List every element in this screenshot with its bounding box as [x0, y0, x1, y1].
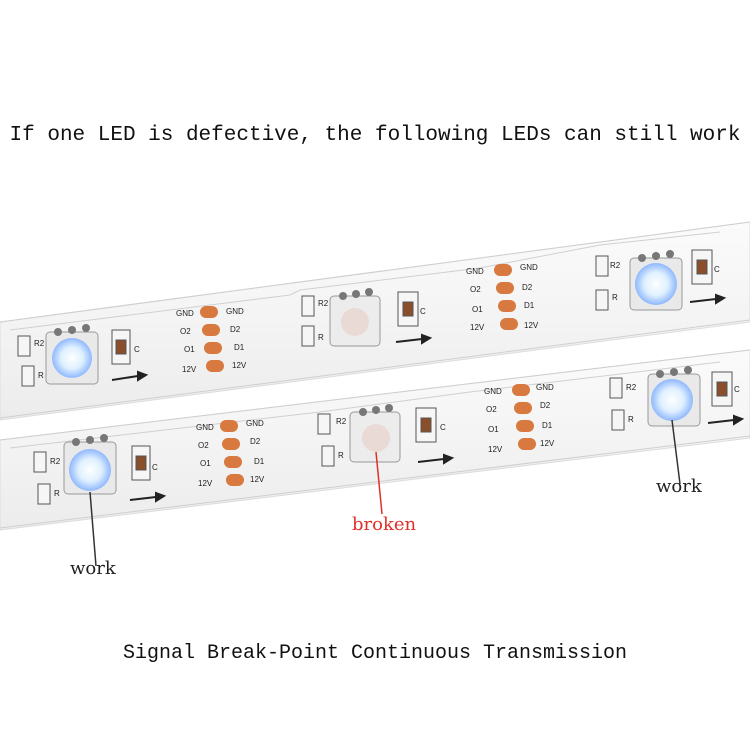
lower-led-right	[647, 366, 701, 427]
lower-led-left	[63, 434, 117, 495]
label-r2: R2	[626, 383, 637, 392]
label-r: R	[38, 371, 44, 380]
upper-led-left	[45, 324, 99, 385]
pad-label-o2: O2	[486, 405, 497, 414]
label-r: R	[628, 415, 634, 424]
label-c: C	[152, 463, 158, 472]
label-c: C	[714, 265, 720, 274]
pad-label-12v: 12V	[488, 445, 503, 454]
label-r: R	[612, 293, 618, 302]
pad-label-d2: D2	[230, 325, 241, 334]
pad-label-o2: O2	[198, 441, 209, 450]
pad-label-o1: O1	[184, 345, 195, 354]
pad-label-12v: 12V	[250, 475, 265, 484]
pad-label-gnd: GND	[484, 387, 502, 396]
pad-label-12v: 12V	[182, 365, 197, 374]
work-label-left: work	[70, 558, 116, 579]
solder-pads	[200, 264, 536, 486]
label-r: R	[338, 451, 344, 460]
pad-label-12v: 12V	[540, 439, 555, 448]
annotation-lines	[89, 419, 681, 567]
pad-label-group: GND GND O2 D2 O1 D1 12V 12V GND GND O2 D…	[34, 261, 740, 498]
pad-label-d1: D1	[254, 457, 265, 466]
label-r2: R2	[50, 457, 61, 466]
pad-label-gnd: GND	[196, 423, 214, 432]
pad-label-12v: 12V	[232, 361, 247, 370]
pad-label-o2: O2	[180, 327, 191, 336]
pad-label-o1: O1	[472, 305, 483, 314]
broken-label: broken	[352, 514, 417, 535]
pad-label-12v: 12V	[470, 323, 485, 332]
upper-led-right	[629, 250, 683, 311]
pad-label-gnd: GND	[536, 383, 554, 392]
pad-label-gnd: GND	[246, 419, 264, 428]
pad-label-o1: O1	[488, 425, 499, 434]
label-r: R	[54, 489, 60, 498]
lower-led-broken	[349, 404, 401, 463]
pad-label-12v: 12V	[198, 479, 213, 488]
upper-led-middle	[329, 288, 381, 347]
pad-label-o1: O1	[200, 459, 211, 468]
direction-arrows	[111, 293, 745, 503]
pad-label-gnd: GND	[520, 263, 538, 272]
pad-label-gnd: GND	[466, 267, 484, 276]
pad-label-d1: D1	[542, 421, 553, 430]
label-r2: R2	[318, 299, 329, 308]
smd-components	[17, 249, 733, 505]
work-label-right: work	[656, 476, 702, 497]
pad-label-d1: D1	[234, 343, 245, 352]
page-title: If one LED is defective, the following L…	[9, 124, 741, 147]
page-subtitle: Signal Break-Point Continuous Transmissi…	[122, 642, 628, 665]
label-c: C	[440, 423, 446, 432]
label-r2: R2	[34, 339, 45, 348]
pad-label-d2: D2	[250, 437, 261, 446]
pad-label-gnd: GND	[176, 309, 194, 318]
label-r2: R2	[336, 417, 347, 426]
label-c: C	[420, 307, 426, 316]
label-c: C	[134, 345, 140, 354]
pad-label-d2: D2	[540, 401, 551, 410]
pad-label-d1: D1	[524, 301, 535, 310]
pad-label-o2: O2	[470, 285, 481, 294]
label-r2: R2	[610, 261, 621, 270]
pad-label-gnd: GND	[226, 307, 244, 316]
label-c: C	[734, 385, 740, 394]
pad-label-d2: D2	[522, 283, 533, 292]
pad-label-12v: 12V	[524, 321, 539, 330]
label-r: R	[318, 333, 324, 342]
